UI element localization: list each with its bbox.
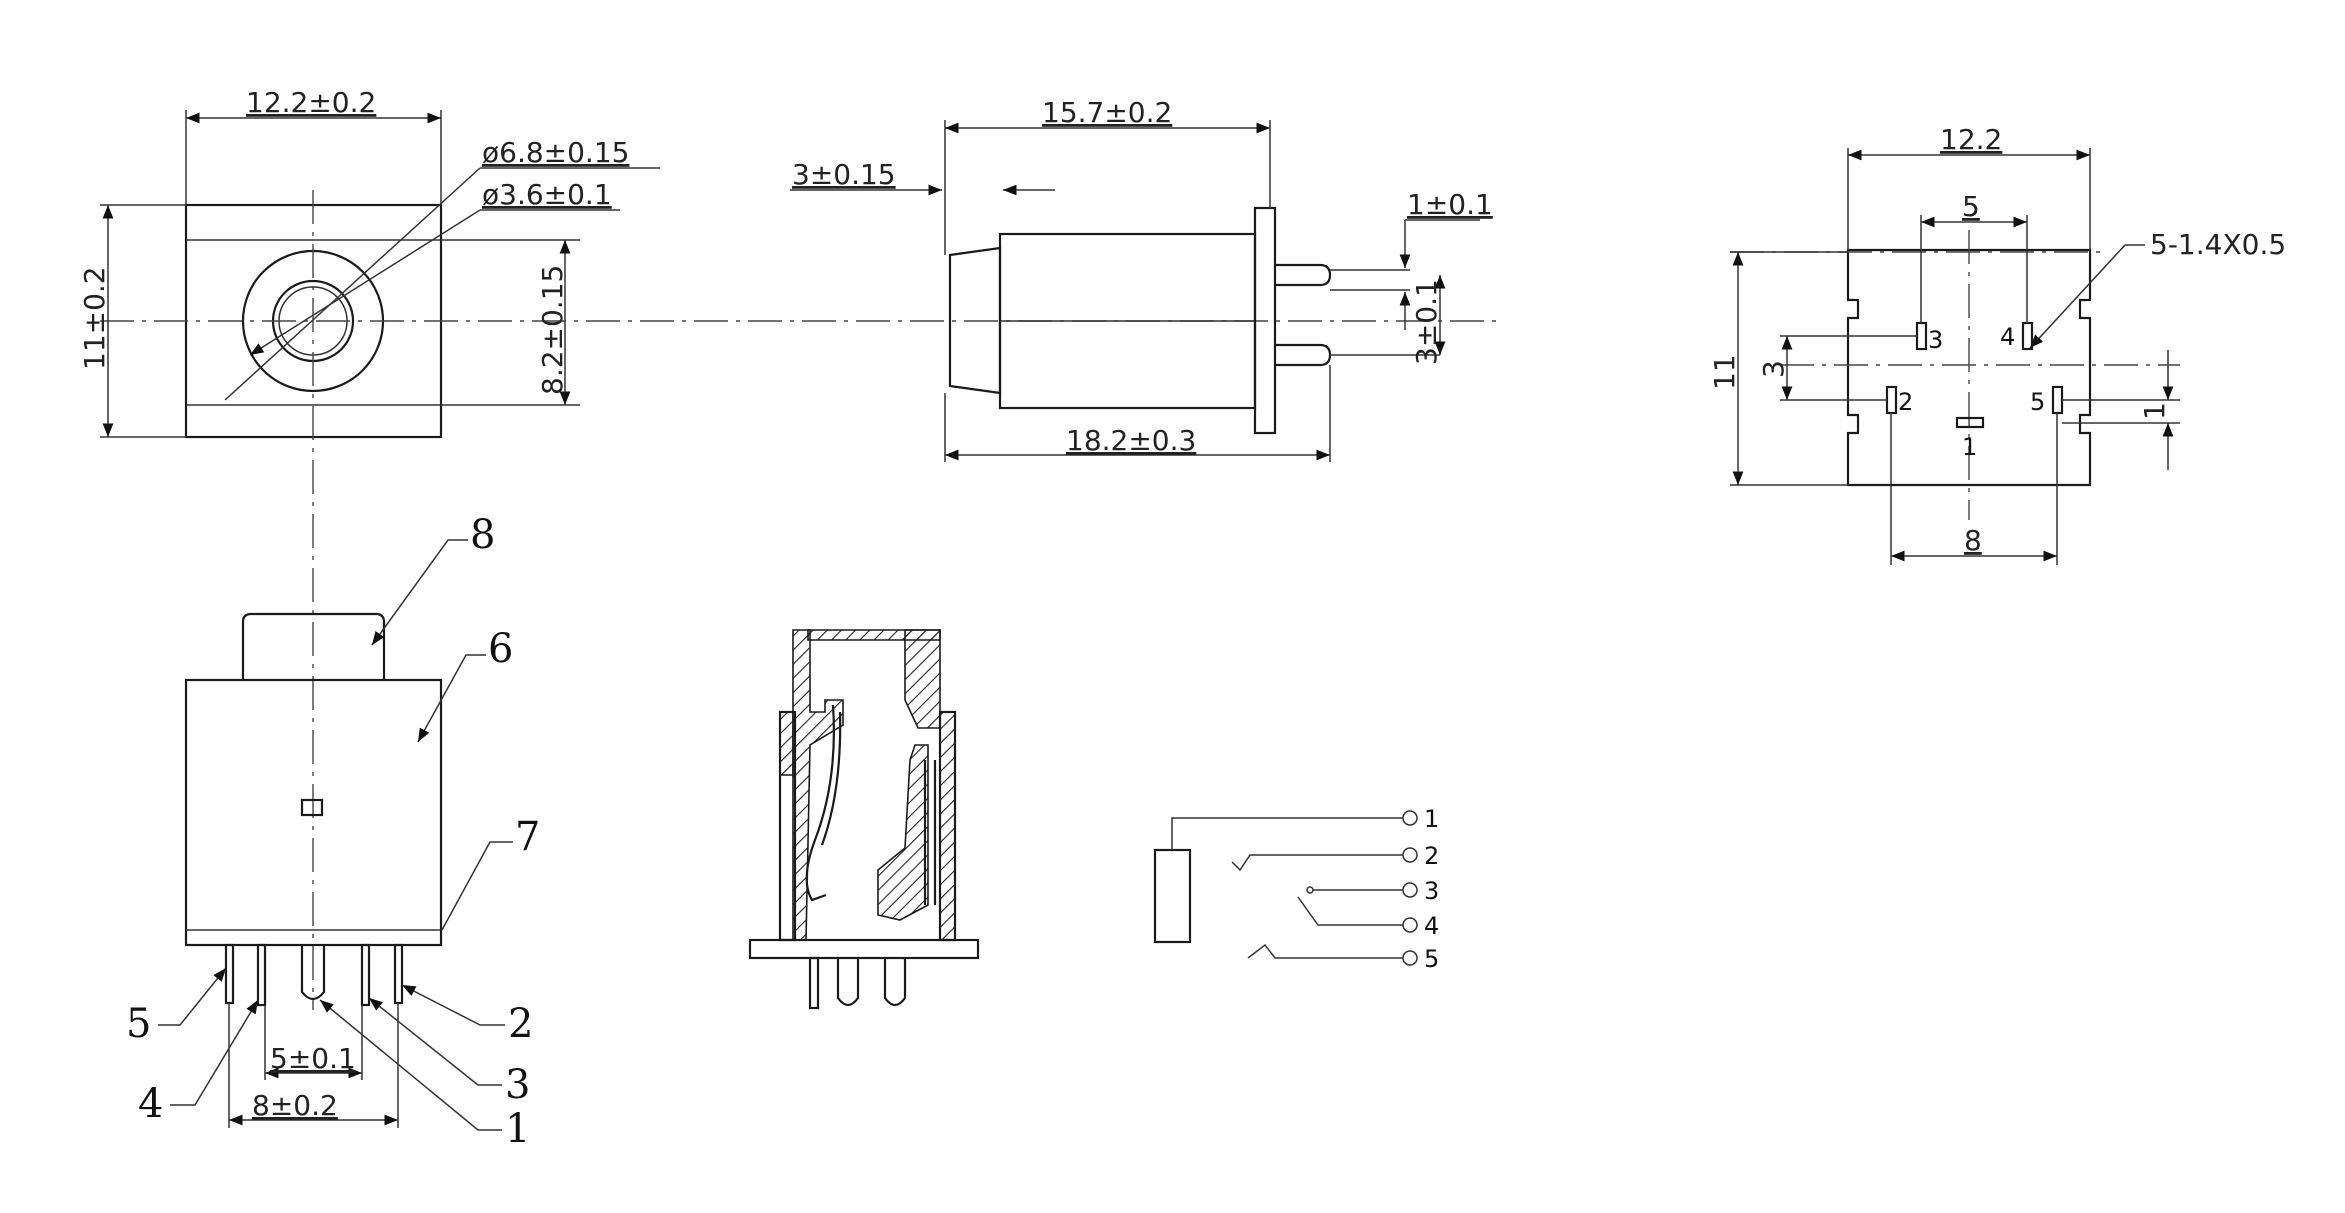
terminal-3: 3 — [1424, 877, 1439, 905]
outer-diameter-dim: ø6.8±0.15 — [482, 136, 629, 169]
callout-6: 6 — [488, 626, 513, 672]
terminal-1: 1 — [1424, 805, 1439, 833]
bottom-knob — [241, 612, 386, 680]
bottom-body — [184, 678, 443, 947]
fp-height-dim: 11 — [1708, 354, 1741, 390]
section-view — [748, 629, 980, 1010]
callout-5: 5 — [126, 1001, 151, 1047]
callout-2: 2 — [508, 1001, 533, 1047]
fp-slot-height-dim: 1 — [2138, 402, 2171, 420]
section-contact — [877, 744, 929, 921]
flange-offset-dim: 3±0.15 — [792, 158, 896, 191]
schematic-sleeve — [1153, 848, 1192, 944]
pad-label-1: 1 — [1962, 433, 1977, 461]
section-base — [748, 938, 980, 960]
bottom-pin-2 — [393, 943, 404, 1005]
inner-diameter-dim: ø3.6±0.1 — [482, 178, 612, 211]
bottom-pin-1 — [300, 945, 326, 1001]
terminal-2: 2 — [1424, 842, 1439, 870]
fp-width-dim: 12.2 — [1940, 123, 2002, 156]
bottom-pitch-dim: 5±0.1 — [270, 1042, 356, 1075]
pad-label-2: 2 — [1898, 388, 1913, 416]
pcb-footprint: 3 4 2 5 1 12.2 5 8 11 3 1 — [1708, 123, 2286, 565]
callout-3: 3 — [505, 1062, 530, 1108]
pad-label-3: 3 — [1928, 326, 1943, 354]
pin-thickness-dim: 1±0.1 — [1407, 188, 1493, 221]
bottom-pin-5 — [224, 943, 235, 1005]
footprint-outline — [1846, 248, 2092, 487]
fp-offset-dim: 3 — [1757, 360, 1790, 378]
bottom-view: 8 6 7 5 4 2 3 1 5±0.1 8±0.2 — [126, 512, 540, 1152]
pad-5 — [2051, 385, 2064, 415]
fp-bottom-span-dim: 8 — [1964, 524, 1982, 557]
pad-4 — [2021, 321, 2034, 351]
bottom-span-dim: 8±0.2 — [252, 1089, 338, 1122]
side-view: 15.7±0.2 18.2±0.3 3±0.15 1±0.1 3±0.1 — [790, 96, 1493, 462]
front-view: 12.2±0.2 11±0.2 ø6.8±0.15 ø3.6±0.1 8.2±0… — [78, 86, 1500, 1010]
overall-length-dim: 18.2±0.3 — [1066, 424, 1196, 457]
bottom-pin-4 — [256, 943, 267, 1007]
pin-spacing-dim: 3±0.1 — [1410, 279, 1443, 365]
schematic: 1 2 3 4 5 — [1153, 805, 1439, 973]
bottom-pin-3 — [360, 943, 371, 1007]
terminal-5: 5 — [1424, 945, 1439, 973]
pad-3 — [1915, 321, 1928, 351]
section-spring — [805, 704, 835, 902]
pad-label-4: 4 — [2000, 323, 2015, 351]
pad-2 — [1885, 385, 1898, 415]
front-width-dim: 12.2±0.2 — [246, 86, 376, 119]
center-height-dim: 8.2±0.15 — [536, 265, 569, 395]
pad-1 — [1955, 416, 1985, 429]
callout-8: 8 — [470, 512, 495, 558]
front-height-dim: 11±0.2 — [78, 266, 111, 370]
callout-7: 7 — [515, 814, 540, 860]
callout-1: 1 — [505, 1106, 530, 1152]
body-length-dim: 15.7±0.2 — [1042, 96, 1172, 129]
terminal-4: 4 — [1424, 912, 1439, 940]
fp-slot-spec: 5-1.4X0.5 — [2150, 228, 2286, 261]
section-pin-left — [808, 956, 820, 1010]
side-flange — [1253, 206, 1277, 435]
bottom-marker — [300, 798, 324, 817]
callout-4: 4 — [138, 1081, 163, 1127]
fp-top-span-dim: 5 — [1962, 190, 1980, 223]
pad-label-5: 5 — [2030, 388, 2045, 416]
